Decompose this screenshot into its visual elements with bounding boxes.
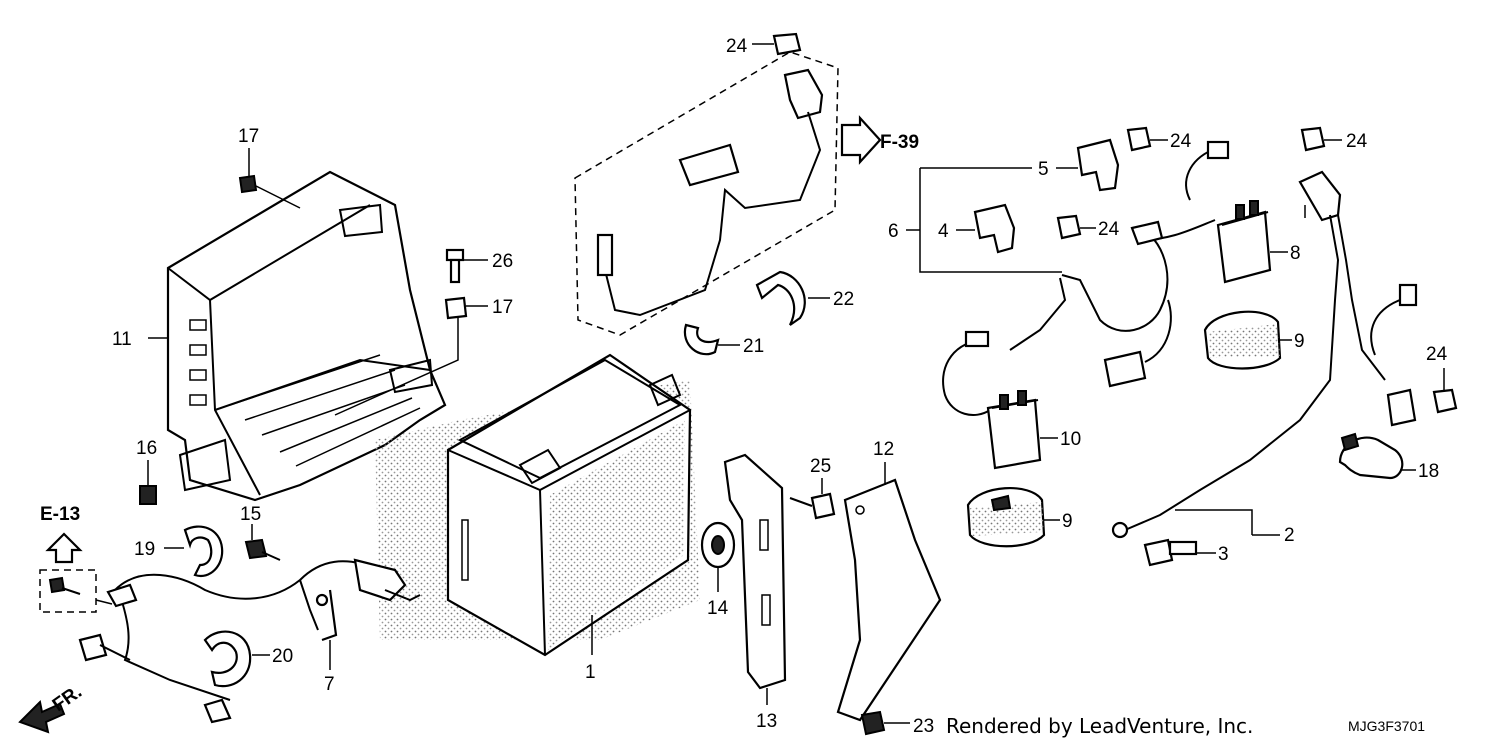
battery-cable-part[interactable] [596, 68, 824, 317]
starter-relay-8[interactable] [1139, 140, 1272, 284]
nut-24-c[interactable] [1300, 126, 1326, 152]
bolt-17-upper[interactable] [238, 174, 258, 194]
arrow-f39 [840, 115, 882, 165]
clip-15[interactable] [244, 538, 281, 561]
callout-9-upper: 9 [1294, 331, 1305, 352]
diagram-code: MJG3F3701 [1348, 718, 1425, 734]
bolt-26[interactable] [445, 248, 465, 284]
callout-10: 10 [1060, 429, 1081, 450]
nut-24-e[interactable] [1432, 388, 1458, 414]
callout-5: 5 [1038, 159, 1049, 180]
callout-8: 8 [1290, 243, 1301, 264]
rubber-14[interactable] [700, 521, 736, 569]
callout-23: 23 [913, 716, 934, 737]
callout-24-c: 24 [1346, 131, 1368, 152]
callout-22: 22 [833, 289, 854, 310]
nut-24-b[interactable] [1126, 126, 1152, 152]
credit-text: Rendered by LeadVenture, Inc. [946, 714, 1253, 738]
terminal-cover-5[interactable] [1076, 138, 1120, 192]
callout-18: 18 [1418, 461, 1439, 482]
callout-25: 25 [810, 456, 831, 477]
callout-17-upper: 17 [238, 126, 259, 147]
callout-13: 13 [756, 711, 777, 732]
relay-harness-10[interactable] [942, 220, 1172, 470]
relay-boot-9-upper[interactable] [1203, 310, 1282, 370]
starter-cable-2[interactable] [1111, 170, 1418, 539]
clamp-21[interactable] [683, 323, 720, 356]
callout-24-d: 24 [1098, 219, 1120, 240]
callout-16: 16 [136, 438, 157, 459]
relay-boot-9-lower[interactable] [966, 487, 1046, 548]
cover-12[interactable] [836, 478, 942, 722]
callout-1: 1 [585, 662, 596, 683]
grommet-17[interactable] [444, 296, 468, 320]
callout-12: 12 [873, 439, 894, 460]
nut-24-top[interactable] [772, 32, 802, 56]
ref-f39[interactable]: F-39 [880, 132, 919, 153]
callout-24-e: 24 [1426, 344, 1448, 365]
callout-24-b: 24 [1170, 131, 1192, 152]
callout-6: 6 [888, 221, 899, 242]
callout-2: 2 [1284, 525, 1295, 546]
clamp-18[interactable] [1338, 432, 1404, 480]
callout-11: 11 [112, 329, 132, 350]
bolt-3[interactable] [1143, 538, 1198, 567]
callout-19: 19 [134, 539, 155, 560]
ref-e13[interactable]: E-13 [40, 504, 80, 525]
nut-24-d[interactable] [1056, 214, 1082, 240]
clamp-19[interactable] [183, 525, 224, 578]
callout-15: 15 [240, 504, 261, 525]
bolt-25[interactable] [789, 492, 836, 520]
callout-26: 26 [492, 251, 513, 272]
battery-bracket-13[interactable] [723, 453, 787, 690]
callout-7: 7 [324, 674, 335, 695]
callout-24-top: 24 [726, 36, 748, 57]
callout-14: 14 [707, 598, 729, 619]
callout-17-lower: 17 [492, 297, 513, 318]
clamp-22[interactable] [755, 270, 806, 326]
bolt-e13[interactable] [48, 576, 81, 595]
callout-3: 3 [1218, 544, 1229, 565]
wire-harness-7[interactable] [78, 558, 421, 724]
clip-16[interactable] [139, 485, 157, 505]
clamp-20[interactable] [203, 630, 252, 688]
callout-21: 21 [743, 336, 764, 357]
screw-23[interactable] [860, 710, 886, 736]
battery-box-part[interactable] [166, 170, 447, 502]
callout-9-lower: 9 [1062, 511, 1073, 532]
arrow-e13 [45, 532, 83, 564]
callout-20: 20 [272, 646, 293, 667]
callout-4: 4 [938, 221, 949, 242]
terminal-cover-4[interactable] [973, 203, 1016, 254]
front-arrow [18, 699, 66, 734]
